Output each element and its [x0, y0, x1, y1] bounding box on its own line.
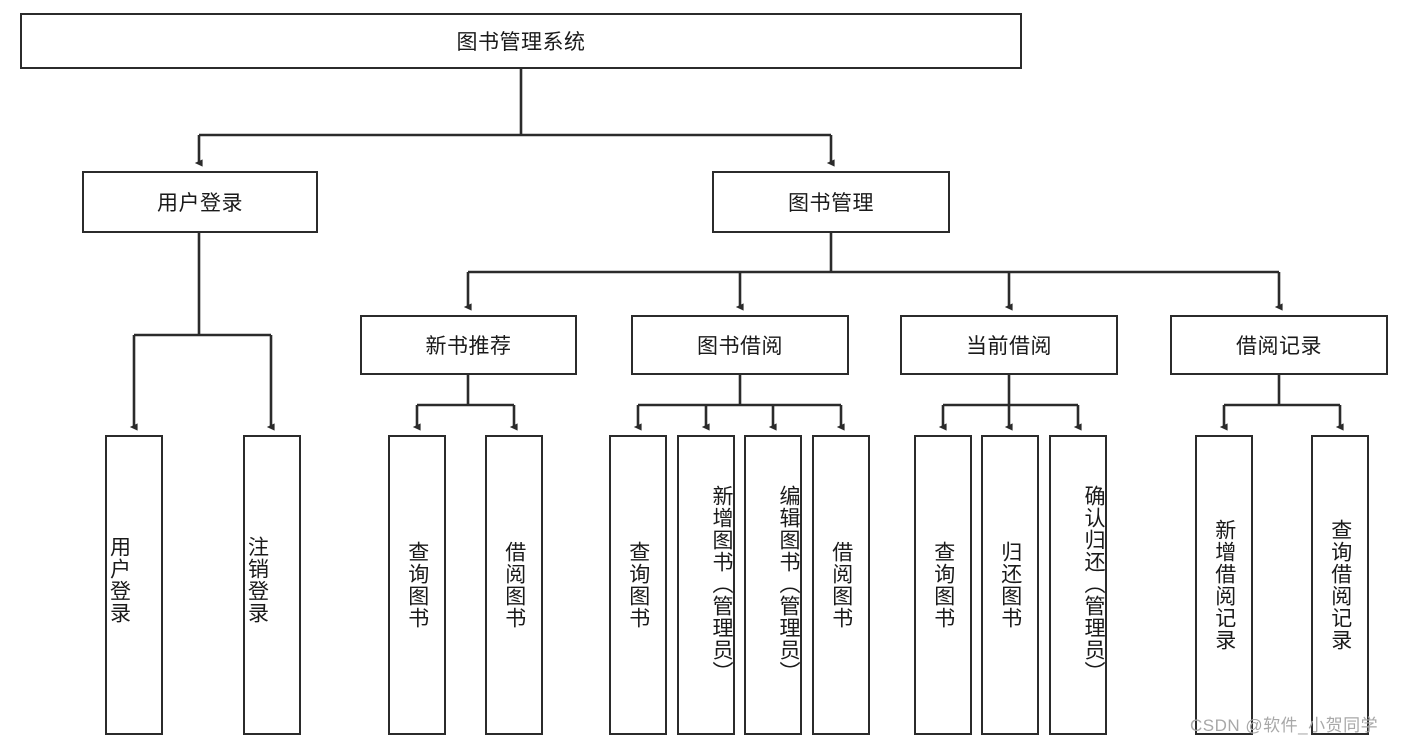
node-book-borrow[interactable]: 图书借阅: [631, 315, 849, 375]
leaf-user-login-logout[interactable]: 注销登录: [243, 435, 301, 735]
leaf-current-borrow-query-book[interactable]: 查询图书: [914, 435, 972, 735]
leaf-user-login-login[interactable]: 用户登录: [105, 435, 163, 735]
node-book-management[interactable]: 图书管理: [712, 171, 950, 233]
node-current-borrow[interactable]: 当前借阅: [900, 315, 1118, 375]
leaf-borrow-record-query-record[interactable]: 查询借阅记录: [1311, 435, 1369, 735]
node-borrow-record[interactable]: 借阅记录: [1170, 315, 1388, 375]
leaf-current-borrow-return-book[interactable]: 归还图书: [981, 435, 1039, 735]
node-user-login[interactable]: 用户登录: [82, 171, 318, 233]
leaf-new-book-borrow-book[interactable]: 借阅图书: [485, 435, 543, 735]
leaf-book-borrow-query-book[interactable]: 查询图书: [609, 435, 667, 735]
watermark-text: CSDN @软件_小贺同学: [1190, 716, 1379, 735]
leaf-current-borrow-confirm-return-admin[interactable]: 确认归还（管理员）: [1049, 435, 1107, 735]
node-new-book-recommend[interactable]: 新书推荐: [360, 315, 577, 375]
leaf-book-borrow-edit-book-admin[interactable]: 编辑图书（管理员）: [744, 435, 802, 735]
leaf-book-borrow-add-book-admin[interactable]: 新增图书（管理员）: [677, 435, 735, 735]
leaf-book-borrow-borrow-book[interactable]: 借阅图书: [812, 435, 870, 735]
node-root-book-management-system[interactable]: 图书管理系统: [20, 13, 1022, 69]
leaf-new-book-query-book[interactable]: 查询图书: [388, 435, 446, 735]
leaf-borrow-record-add-record[interactable]: 新增借阅记录: [1195, 435, 1253, 735]
